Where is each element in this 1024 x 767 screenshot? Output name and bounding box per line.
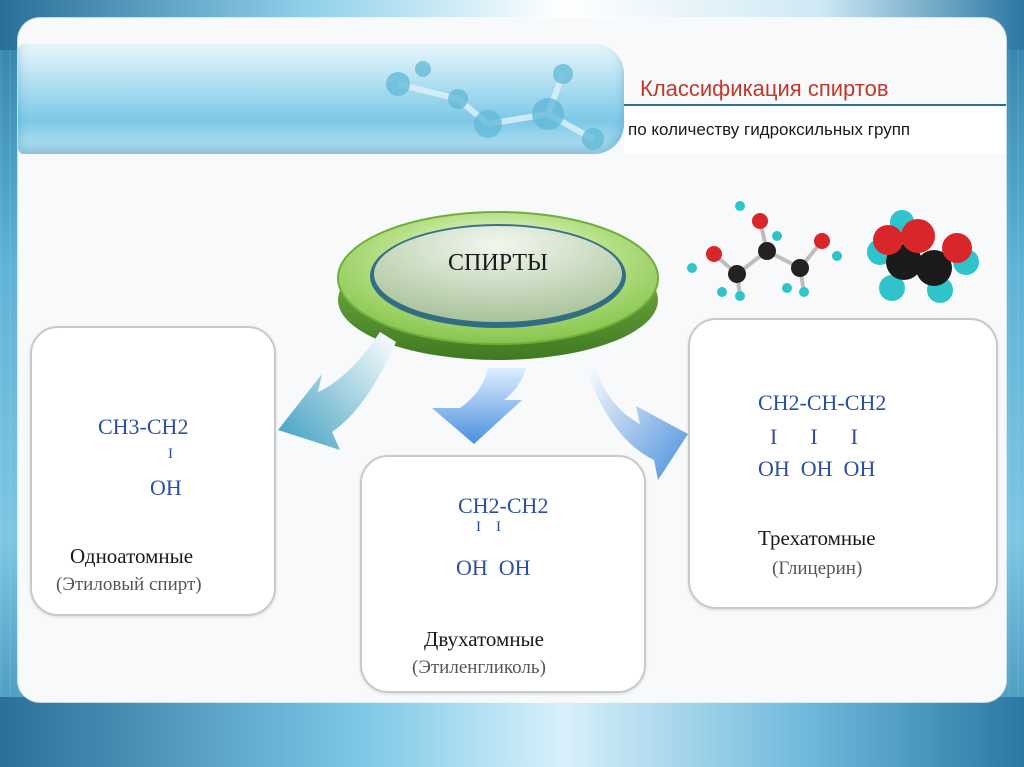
glycerol-ball-stick-icon (687, 201, 842, 301)
formula-line-3: OH (150, 475, 182, 500)
formula-line-2: I (168, 446, 173, 462)
example-label: (Этиленгликоль) (412, 657, 546, 678)
dihydric-box: CH2-CH2 I I OH OH Двухатомные (Этиленгли… (360, 455, 646, 693)
banner-molecule-icon (386, 61, 604, 150)
arrow-left-icon (278, 332, 396, 450)
slide-subtitle-box: по количеству гидроксильных групп (624, 104, 1006, 154)
example-label: (Этиловый спирт) (56, 574, 202, 595)
hub-ellipse-shape (337, 211, 659, 360)
arrow-down-icon (432, 368, 526, 444)
title-divider (624, 104, 1006, 106)
slide-subtitle: по количеству гидроксильных групп (628, 120, 911, 139)
formula-line-1: CH3-CH2 (98, 414, 189, 439)
arrow-right-icon (590, 358, 688, 480)
bottom-decor-band (0, 697, 1024, 767)
category-label: Двухатомные (424, 627, 544, 651)
hub-label: СПИРТЫ (448, 250, 548, 276)
alcohols-hub: СПИРТЫ (332, 188, 664, 368)
formula-line-2: I I (476, 519, 501, 535)
category-label: Одноатомные (70, 544, 194, 568)
formula-line-3: OH OH OH (758, 456, 876, 481)
monohydric-box: CH3-CH2 I OH Одноатомные (Этиловый спирт… (30, 326, 276, 616)
formula-line-1: CH2-CH2 (458, 493, 549, 518)
trihydric-box: CH2-CH-CH2 I I I OH OH OH Трехатомные (Г… (688, 318, 998, 609)
formula-line-2: I I I (770, 424, 858, 449)
formula-line-3: OH OH (456, 555, 531, 580)
category-label: Трехатомные (758, 526, 876, 550)
glycerol-space-fill-icon (867, 210, 979, 303)
example-label: (Глицерин) (772, 558, 863, 579)
formula-line-1: CH2-CH-CH2 (758, 390, 887, 415)
slide-title: Классификация спиртов (640, 76, 889, 101)
header-banner (18, 44, 624, 154)
